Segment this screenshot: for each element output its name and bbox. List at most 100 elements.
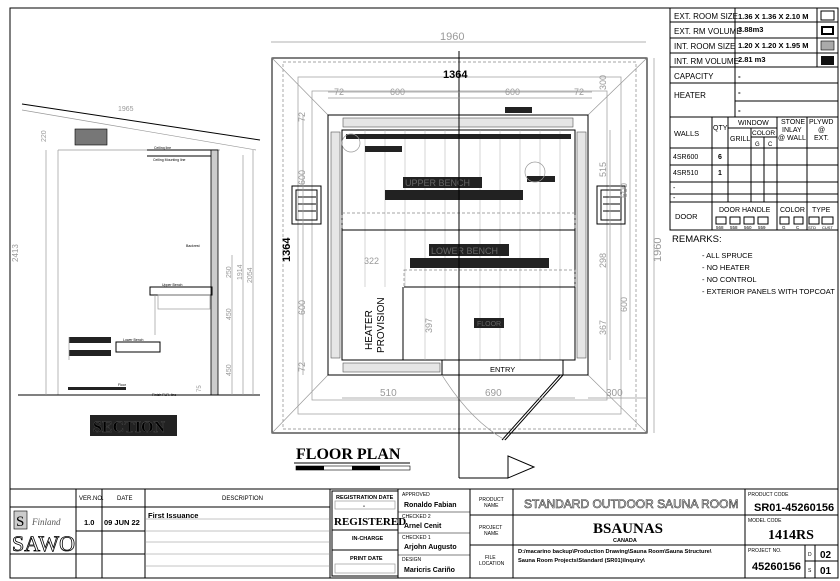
walls-label: WALLS (674, 129, 699, 138)
door-type-cust-checkbox[interactable] (821, 216, 834, 225)
window-c-label: C (768, 142, 773, 148)
product-code-label: PRODUCT CODE (748, 492, 789, 498)
dim-l72b: 72 (297, 362, 307, 372)
dim-i397: 397 (424, 318, 434, 333)
dim-r298: 298 (598, 253, 608, 268)
svg-text:CUST: CUST (822, 225, 833, 230)
door-type-std-checkbox[interactable] (808, 216, 820, 225)
file-location-label-2: LOCATION (479, 561, 505, 567)
walls-row: - (673, 195, 676, 202)
svg-text:568: 568 (716, 225, 724, 230)
svg-text:4SR600: 4SR600 (673, 154, 698, 161)
window-color-label: COLOR (752, 130, 775, 137)
dim-l72a: 72 (297, 112, 307, 122)
capacity-label: CAPACITY (674, 72, 714, 81)
handle-559-checkbox[interactable] (757, 216, 769, 225)
svg-text:559: 559 (758, 225, 766, 230)
section-arrow-icon (507, 455, 536, 479)
description-label: DESCRIPTION (222, 496, 263, 502)
dim-1914: 1914 (237, 264, 244, 280)
plywd-label-3: EXT. (814, 135, 829, 142)
plywd-label: PLYWD (809, 119, 833, 126)
walls-row: 4SR510 1 (673, 170, 722, 177)
heater-value-1: - (738, 88, 741, 97)
registration-date-label: REGISTRATION DATE (336, 495, 394, 501)
dim-h300: 300 (598, 75, 608, 90)
approved-value: Ronaldo Fabian (404, 502, 457, 509)
dim-250: 250 (226, 266, 233, 278)
swatch-ext-size (820, 10, 835, 21)
upper-bench-section-label: Upper Bench (162, 283, 182, 287)
svg-text:6: 6 (718, 154, 722, 161)
dim-450b: 450 (226, 364, 233, 376)
dim-w600b: 600 (505, 87, 520, 97)
product-name-label: PRODUCT (479, 497, 504, 503)
grill-label: GRILL (730, 136, 750, 143)
design-label: DESIGN (402, 557, 422, 563)
registered-stamp: REGISTERED (334, 516, 406, 528)
version-value: 1.0 (84, 518, 94, 527)
dim-2413: 2413 (11, 244, 20, 262)
product-name-label-2: NAME (484, 503, 499, 509)
dim-r515: 515 (598, 162, 608, 177)
dim-i322: 322 (364, 256, 379, 266)
title-block: S Finland SAWO VER.NO. DATE DESCRIPTION … (9, 488, 839, 579)
roof-line (21, 103, 261, 141)
scale-bar (295, 465, 411, 471)
ext-room-size-value: 1.36 X 1.36 X 2.10 M (738, 12, 808, 21)
dim-r600b: 600 (619, 297, 629, 312)
section-title-bg (90, 415, 177, 436)
handle-558-checkbox[interactable] (729, 216, 741, 225)
section-vent (74, 128, 108, 146)
design-value: Maricris Cariño (404, 567, 455, 574)
dim-450a: 450 (226, 308, 233, 320)
checked1-value: Arjohn Augusto (404, 544, 457, 551)
file-location-line-2: Sauna Room Projects\Standard (SR01)\Inqu… (518, 558, 645, 564)
remark-item: - ALL SPRUCE (702, 251, 753, 260)
s-label: S (808, 568, 812, 574)
plywd-label-2: @ (818, 127, 825, 134)
section-view: 1965 220 2413 250 1914 2054 450 450 75 C… (11, 103, 261, 436)
dim-r600a: 600 (619, 183, 629, 198)
backrest-label: Backrest (186, 244, 200, 248)
door-label: DOOR (675, 212, 698, 221)
swatch-int-volume (821, 56, 834, 65)
checked2-value: Arnel Cenit (404, 523, 442, 530)
print-date-label: PRINT DATE (350, 556, 383, 562)
dim-left: 1364 (281, 237, 293, 262)
project-no-label: PROJECT NO. (748, 548, 782, 554)
upper-bench-label: UPPER BENCH (405, 178, 470, 188)
remarks: REMARKS: - ALL SPRUCE - NO HEATER - NO C… (672, 234, 835, 296)
dim-r367: 367 (598, 320, 608, 335)
floor-section-label: Floor (118, 383, 127, 387)
svg-text:560: 560 (744, 225, 752, 230)
int-room-size-label: INT. ROOM SIZE (674, 42, 735, 51)
dim-center: 1364 (443, 69, 468, 81)
door-color-g-checkbox[interactable] (779, 216, 790, 225)
walls-row: 4SR600 6 (673, 154, 722, 161)
qty-label: QTY (713, 125, 728, 132)
file-location-line-1: D:/macarino backup\Production Drawing\Sa… (518, 549, 712, 555)
lower-bench-section-label: Lower Bench (123, 338, 143, 342)
stone-label-3: @ WALL (778, 135, 806, 142)
dim-right: 1960 (652, 238, 664, 262)
dim-b510: 510 (380, 388, 397, 399)
in-charge-label: IN-CHARGE (352, 536, 383, 542)
door-color-c-checkbox[interactable] (793, 216, 804, 225)
dim-w72a: 72 (334, 87, 344, 97)
svg-text:Finland: Finland (31, 517, 61, 527)
ext-rm-volume-value: 3.88m3 (738, 25, 763, 34)
dim-2054: 2054 (247, 267, 254, 283)
handle-560-checkbox[interactable] (743, 216, 755, 225)
approved-label: APPROVED (402, 492, 430, 498)
dim-b690: 690 (485, 388, 502, 399)
sawo-logo: S Finland SAWO (12, 510, 75, 556)
floor-label: FLOOR (477, 321, 501, 328)
door-color-label: COLOR (780, 207, 805, 214)
heater-provision-label: HEATER (364, 310, 375, 350)
s-value: 01 (820, 566, 832, 577)
spec-table: EXT. ROOM SIZE 1.36 X 1.36 X 2.10 M EXT.… (669, 7, 839, 231)
handle-568-checkbox[interactable] (715, 216, 727, 225)
date-value: 09 JUN 22 (104, 518, 140, 527)
vent-right (596, 185, 626, 225)
